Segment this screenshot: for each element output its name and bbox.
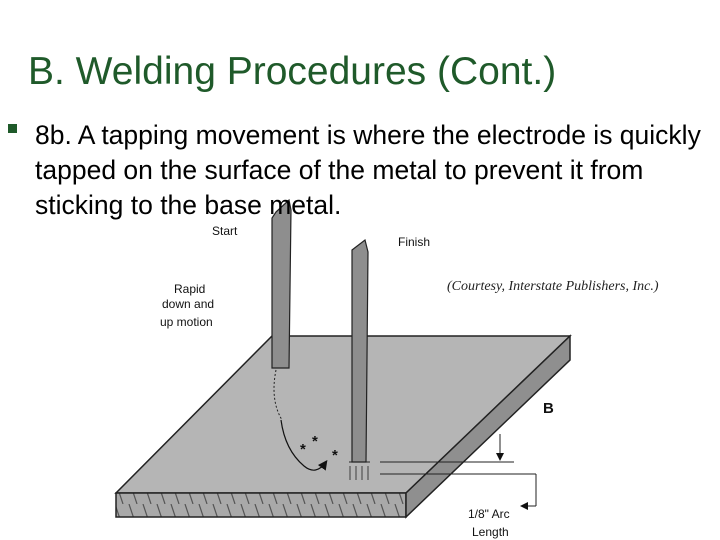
label-finish: Finish	[398, 235, 430, 249]
electrode-path-line	[273, 369, 283, 421]
spark-icon: *	[300, 441, 306, 458]
plate-front-face	[115, 492, 407, 518]
label-rapid: Rapid	[174, 282, 205, 296]
finish-electrode	[351, 238, 369, 463]
plate-side-face	[405, 334, 571, 519]
label-length: Length	[472, 525, 509, 539]
motion-arrow	[280, 419, 328, 471]
label-up-motion: up motion	[160, 315, 213, 329]
spark-icon: *	[332, 447, 338, 464]
label-b: B	[543, 400, 554, 417]
label-down-and: down and	[162, 297, 214, 311]
label-arc-length: 1/8" Arc	[468, 507, 510, 521]
label-start: Start	[212, 224, 238, 238]
spark-icon: *	[312, 433, 318, 450]
slide-title: B. Welding Procedures (Cont.)	[28, 50, 557, 93]
bullet-text: 8b. A tapping movement is where the elec…	[35, 120, 701, 220]
figure-credit: (Courtesy, Interstate Publishers, Inc.)	[447, 279, 659, 294]
start-electrode	[271, 198, 292, 369]
bullet-square-icon	[8, 124, 17, 133]
